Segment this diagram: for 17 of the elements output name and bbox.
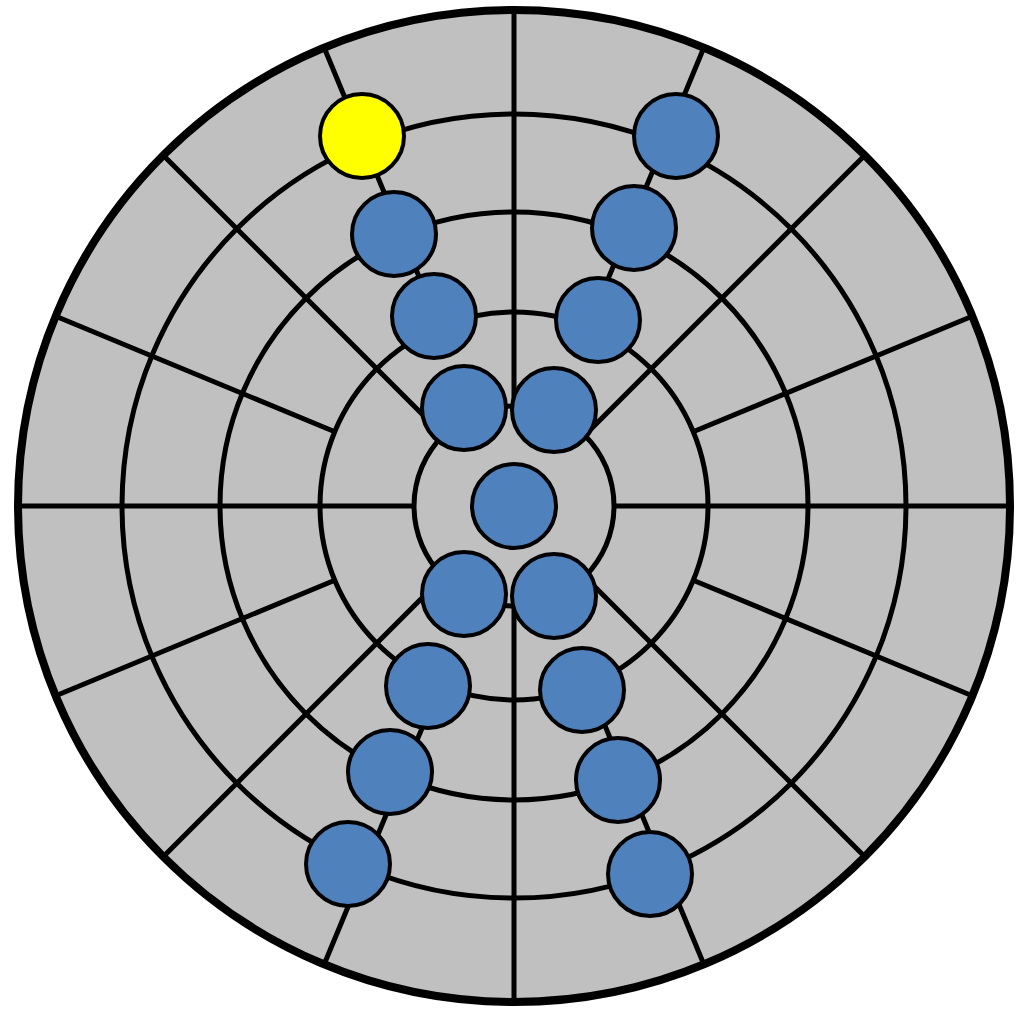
circle-marker — [606, 830, 694, 918]
circle-marker — [420, 364, 508, 452]
circle-marker — [590, 184, 678, 272]
circle-marker — [318, 92, 406, 180]
circle-marker — [554, 276, 642, 364]
circle-marker — [510, 366, 598, 454]
circle-marker — [350, 190, 438, 278]
circle-marker — [574, 736, 662, 824]
circle-marker — [304, 820, 392, 908]
circle-marker — [390, 272, 478, 360]
circle-marker — [384, 642, 472, 730]
circle-marker — [632, 92, 720, 180]
circle-marker — [470, 462, 558, 550]
circle-marker — [420, 550, 508, 638]
circle-marker — [510, 552, 598, 640]
circle-marker — [538, 646, 626, 734]
circle-marker — [346, 728, 434, 816]
